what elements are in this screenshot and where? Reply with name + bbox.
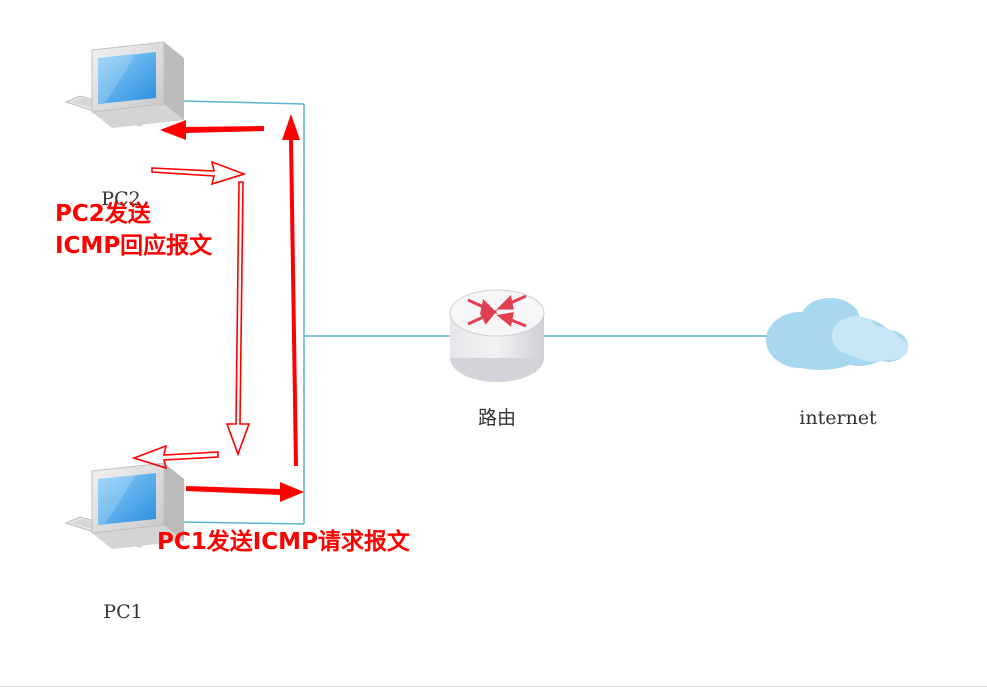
internet-node[interactable]: internet [766, 298, 908, 429]
pc2-label: PC2 [101, 188, 140, 210]
pc1-label: PC1 [103, 601, 142, 623]
router-node[interactable]: 路由 [449, 289, 545, 429]
router-icon [449, 289, 545, 382]
hollow-arrow-to-pc1 [131, 444, 219, 470]
desktop-computer-icon [65, 41, 185, 129]
annotation-pc2-line2: ICMP回应报文 [55, 232, 213, 259]
hollow-arrow-down [225, 181, 251, 457]
link-pc2-to-bus [181, 100, 305, 105]
bottom-divider [0, 686, 987, 687]
echo-reply-arrows [131, 160, 251, 470]
link-pc1-to-bus [181, 521, 305, 525]
hollow-arrow-pc2-right [151, 160, 247, 186]
router-label: 路由 [478, 407, 516, 429]
solid-arrow-pc1-right [186, 482, 304, 502]
solid-arrow-bus-up [282, 114, 300, 466]
annotation-pc1: PC1发送ICMP请求报文 [157, 528, 411, 555]
internet-label: internet [799, 407, 877, 429]
echo-request-arrows [160, 114, 304, 502]
pc1-node[interactable]: PC1 [65, 462, 185, 623]
pc2-node[interactable]: PC2 [65, 41, 185, 210]
cloud-icon [766, 298, 908, 370]
solid-arrow-to-pc2 [160, 120, 264, 140]
annotation-pc2-line1: PC2发送 [55, 200, 151, 227]
